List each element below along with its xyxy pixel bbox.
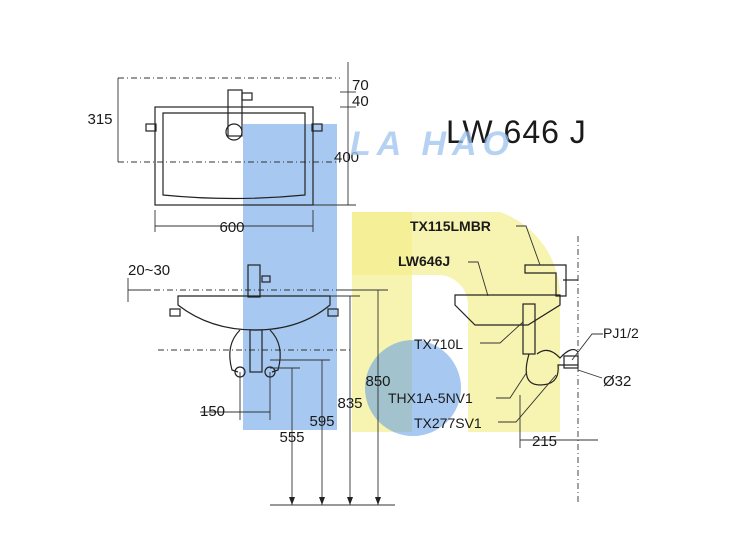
dim-label-40: 40 [352, 93, 369, 110]
bracket-left [145, 123, 157, 132]
waste-pipe-front [249, 329, 263, 373]
supply-pipe-right [269, 329, 281, 373]
trap-side [525, 353, 578, 386]
dim-label-150: 150 [200, 403, 225, 420]
dim-label-70: 70 [352, 77, 369, 94]
label-thx1a-5nv1: THX1A-5NV1 [388, 390, 473, 406]
basin-inner [162, 112, 306, 200]
label-lw646j: LW646J [398, 253, 450, 269]
dim-label-400: 400 [334, 149, 359, 166]
faucet-side [524, 264, 567, 297]
faucet-handle [241, 92, 253, 101]
dim-label-555: 555 [279, 429, 304, 446]
bracket-front-right [327, 308, 339, 317]
dim-label-835: 835 [337, 395, 362, 412]
bracket-front-left [169, 308, 181, 317]
watermark-text: LA HAO [350, 125, 515, 163]
label-tx710l: TX710L [414, 336, 463, 352]
label-tx277sv1: TX277SV1 [414, 415, 482, 431]
leader-waste [480, 321, 524, 344]
watermark-graphic [243, 124, 561, 436]
leader-pipe [571, 333, 603, 361]
top-view: 315 70 40 400 600 [87, 62, 369, 236]
basin-outer [154, 106, 314, 206]
dim-label-600: 600 [219, 219, 244, 236]
dim-label-315: 315 [87, 111, 112, 128]
faucet-front [247, 264, 261, 298]
label-tx115lmbr: TX115LMBR [410, 218, 491, 234]
label-pj1-2: PJ1/2 [603, 325, 639, 341]
drain-top [225, 123, 243, 141]
leader-valve [498, 374, 557, 423]
bracket-right [311, 123, 323, 132]
watermark-blue-circle [365, 340, 461, 436]
watermark-blue-bar [243, 124, 337, 430]
leader-faucet [516, 225, 541, 266]
side-view: TX115LMBR LW646J TX710L THX1A-5NV1 TX277… [388, 218, 639, 505]
front-view: 20~30 150 555 595 835 850 [127, 262, 395, 506]
model-title: LW 646 J [446, 114, 587, 150]
supply-pipe-left [229, 329, 241, 373]
basin-side [454, 294, 561, 326]
label-diameter-32: Ø32 [603, 373, 631, 390]
dim-label-rim: 20~30 [128, 262, 170, 279]
dim-label-595: 595 [309, 413, 334, 430]
dim-label-850: 850 [365, 373, 390, 390]
faucet-top [227, 89, 243, 137]
leader-trap [496, 371, 528, 399]
leader-diameter [577, 369, 603, 379]
dim-label-215: 215 [532, 433, 557, 450]
leader-basin [468, 261, 489, 297]
